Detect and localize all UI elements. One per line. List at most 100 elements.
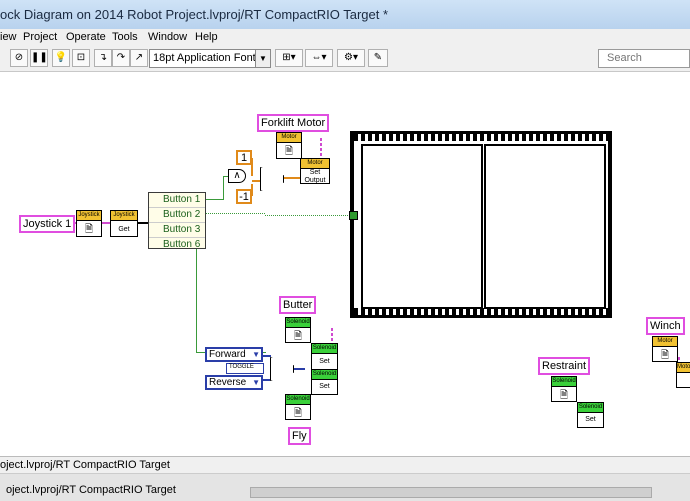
document-arrow-icon: 🗎	[85, 224, 94, 235]
chevron-down-icon: ▼	[252, 378, 260, 387]
butter-label[interactable]: Butter	[279, 296, 317, 314]
butter-solenoid-set-node[interactable]: Solenoid Set	[311, 343, 338, 371]
pause-icon[interactable]: ❚❚	[30, 49, 48, 67]
align-objects-icon[interactable]: ⊞▾	[275, 49, 303, 67]
joystick-get-node[interactable]: Joystick Get	[110, 210, 138, 237]
solenoid-set-header: Solenoid	[312, 344, 337, 354]
document-arrow-icon: 🗎	[294, 408, 303, 419]
wire-joystick-buttons	[137, 222, 149, 224]
restraint-solenoid-set-node[interactable]: Solenoid Set	[577, 402, 604, 428]
window-title: ock Diagram on 2014 Robot Project.lvproj…	[0, 7, 389, 22]
status-path: oject.lvproj/RT CompactRIO Target	[0, 459, 170, 471]
document-arrow-icon: 🗎	[285, 146, 294, 157]
wire-const-one	[251, 158, 253, 176]
sequence-film-top	[354, 134, 608, 141]
set-text-3: Set	[585, 416, 596, 423]
fly-label[interactable]: Fly	[288, 427, 311, 445]
set-output-node[interactable]: Motor Set Output	[300, 158, 330, 184]
search-box[interactable]	[598, 49, 690, 68]
distribute-objects-icon[interactable]: ⇔▾	[305, 49, 333, 67]
menu-view[interactable]: iew	[0, 31, 17, 43]
joystick-header: Joystick	[77, 211, 101, 221]
const-one[interactable]: 1	[236, 150, 252, 165]
winch-set-header: Motor	[677, 363, 690, 373]
menu-project[interactable]: Project	[23, 31, 58, 43]
button-6: Button 6	[163, 239, 201, 250]
font-select[interactable]: 18pt Application Font ▼	[149, 49, 271, 68]
sequence-frame-1[interactable]	[361, 144, 483, 309]
step-over-icon[interactable]: ↷	[112, 49, 130, 67]
restraint-label[interactable]: Restraint	[538, 357, 591, 375]
motor-set-header: Motor	[301, 159, 329, 169]
wire-button3	[205, 213, 265, 214]
wire-joystick-ref-2	[101, 222, 111, 224]
fly-solenoid-open-node[interactable]: Solenoid 🗎	[285, 394, 311, 420]
wire-select-out	[282, 177, 300, 179]
menu-window[interactable]: Window	[148, 31, 188, 43]
forklift-motor-label[interactable]: Forklift Motor	[257, 114, 330, 132]
menu-tools[interactable]: Tools	[112, 31, 138, 43]
sequence-tunnel	[349, 211, 358, 220]
document-arrow-icon: 🗎	[560, 390, 569, 401]
solenoid-header: Solenoid	[286, 318, 310, 328]
chevron-down-icon: ▼	[255, 50, 270, 67]
joystick-label[interactable]: Joystick 1	[19, 215, 76, 233]
const-neg-one[interactable]: -1	[236, 189, 252, 204]
wire-enum-out	[293, 368, 305, 370]
wire-button6	[196, 248, 197, 352]
chevron-down-icon: ▼	[252, 350, 260, 359]
solenoid-set-header-2: Solenoid	[312, 370, 337, 380]
menu-bar: iew Project Operate Tools Window Help	[0, 29, 690, 47]
joystick-get-header: Joystick	[111, 211, 137, 221]
toolbar: ⊘ ❚❚ 💡 ⊡ ↴ ↷ ↗ 18pt Application Font ▼ ⊞…	[0, 46, 690, 72]
set-output-text: Set Output	[304, 169, 326, 184]
font-select-value: 18pt Application Font	[153, 52, 256, 64]
select-function-icon[interactable]	[260, 167, 284, 191]
winch-set-output-node[interactable]: Motor	[676, 362, 690, 388]
enum-reverse-value: Reverse	[209, 377, 247, 388]
block-diagram-canvas[interactable]: Joystick 1 Joystick 🗎 Joystick Get Butto…	[0, 72, 690, 456]
wire-select-true	[252, 180, 262, 182]
solenoid-header-2: Solenoid	[286, 395, 310, 405]
reorder-icon[interactable]: ⚙▾	[337, 49, 365, 67]
wire-const-neg	[251, 184, 253, 196]
button-unbundle[interactable]: Button 1 Button 2 Button 3 Button 6	[148, 192, 206, 250]
set-text: Set	[319, 358, 330, 365]
status-bar: oject.lvproj/RT CompactRIO Target	[0, 456, 690, 474]
enum-forward[interactable]: Forward ▼	[205, 347, 263, 362]
step-out-icon[interactable]: ↗	[130, 49, 148, 67]
retain-wire-values-icon[interactable]: ⊡	[72, 49, 90, 67]
and-gate-icon[interactable]: ∧	[228, 169, 246, 183]
menu-help[interactable]: Help	[195, 31, 218, 43]
restraint-set-header: Solenoid	[578, 403, 603, 413]
highlight-execution-icon[interactable]: 💡	[52, 49, 70, 67]
menu-operate[interactable]: Operate	[66, 31, 106, 43]
horizontal-scrollbar[interactable]: oject.lvproj/RT CompactRIO Target	[0, 473, 690, 501]
enum-forward-value: Forward	[209, 349, 246, 360]
restraint-solenoid-open-node[interactable]: Solenoid 🗎	[551, 376, 577, 402]
abort-icon[interactable]: ⊘	[10, 49, 28, 67]
step-into-icon[interactable]: ↴	[94, 49, 112, 67]
enum-reverse[interactable]: Reverse ▼	[205, 375, 263, 390]
fly-solenoid-set-node[interactable]: Solenoid Set	[311, 369, 338, 395]
wire-reverse	[263, 379, 271, 381]
sequence-frame-2[interactable]	[484, 144, 606, 309]
select-enum-icon[interactable]	[270, 357, 294, 381]
winch-motor-open-node[interactable]: Motor 🗎	[652, 336, 678, 362]
winch-header: Motor	[653, 337, 677, 347]
cleanup-diagram-icon[interactable]: ✎	[368, 49, 388, 67]
title-bar: ock Diagram on 2014 Robot Project.lvproj…	[0, 0, 690, 29]
butter-solenoid-open-node[interactable]: Solenoid 🗎	[285, 317, 311, 343]
joystick-open-node[interactable]: Joystick 🗎	[76, 210, 102, 237]
get-text: Get	[118, 226, 130, 233]
forklift-motor-open-node[interactable]: Motor 🗎	[276, 132, 302, 159]
flat-sequence-structure[interactable]	[350, 131, 612, 318]
enum-toggle[interactable]: TOGGLE	[226, 363, 264, 374]
wire-button3-seq	[265, 215, 350, 216]
scrollbar-thumb[interactable]	[250, 487, 652, 498]
search-input[interactable]	[607, 50, 685, 65]
wire-forward	[263, 355, 271, 357]
winch-label[interactable]: Winch	[646, 317, 685, 335]
set-text-2: Set	[319, 383, 330, 390]
button-1: Button 1	[149, 193, 205, 208]
